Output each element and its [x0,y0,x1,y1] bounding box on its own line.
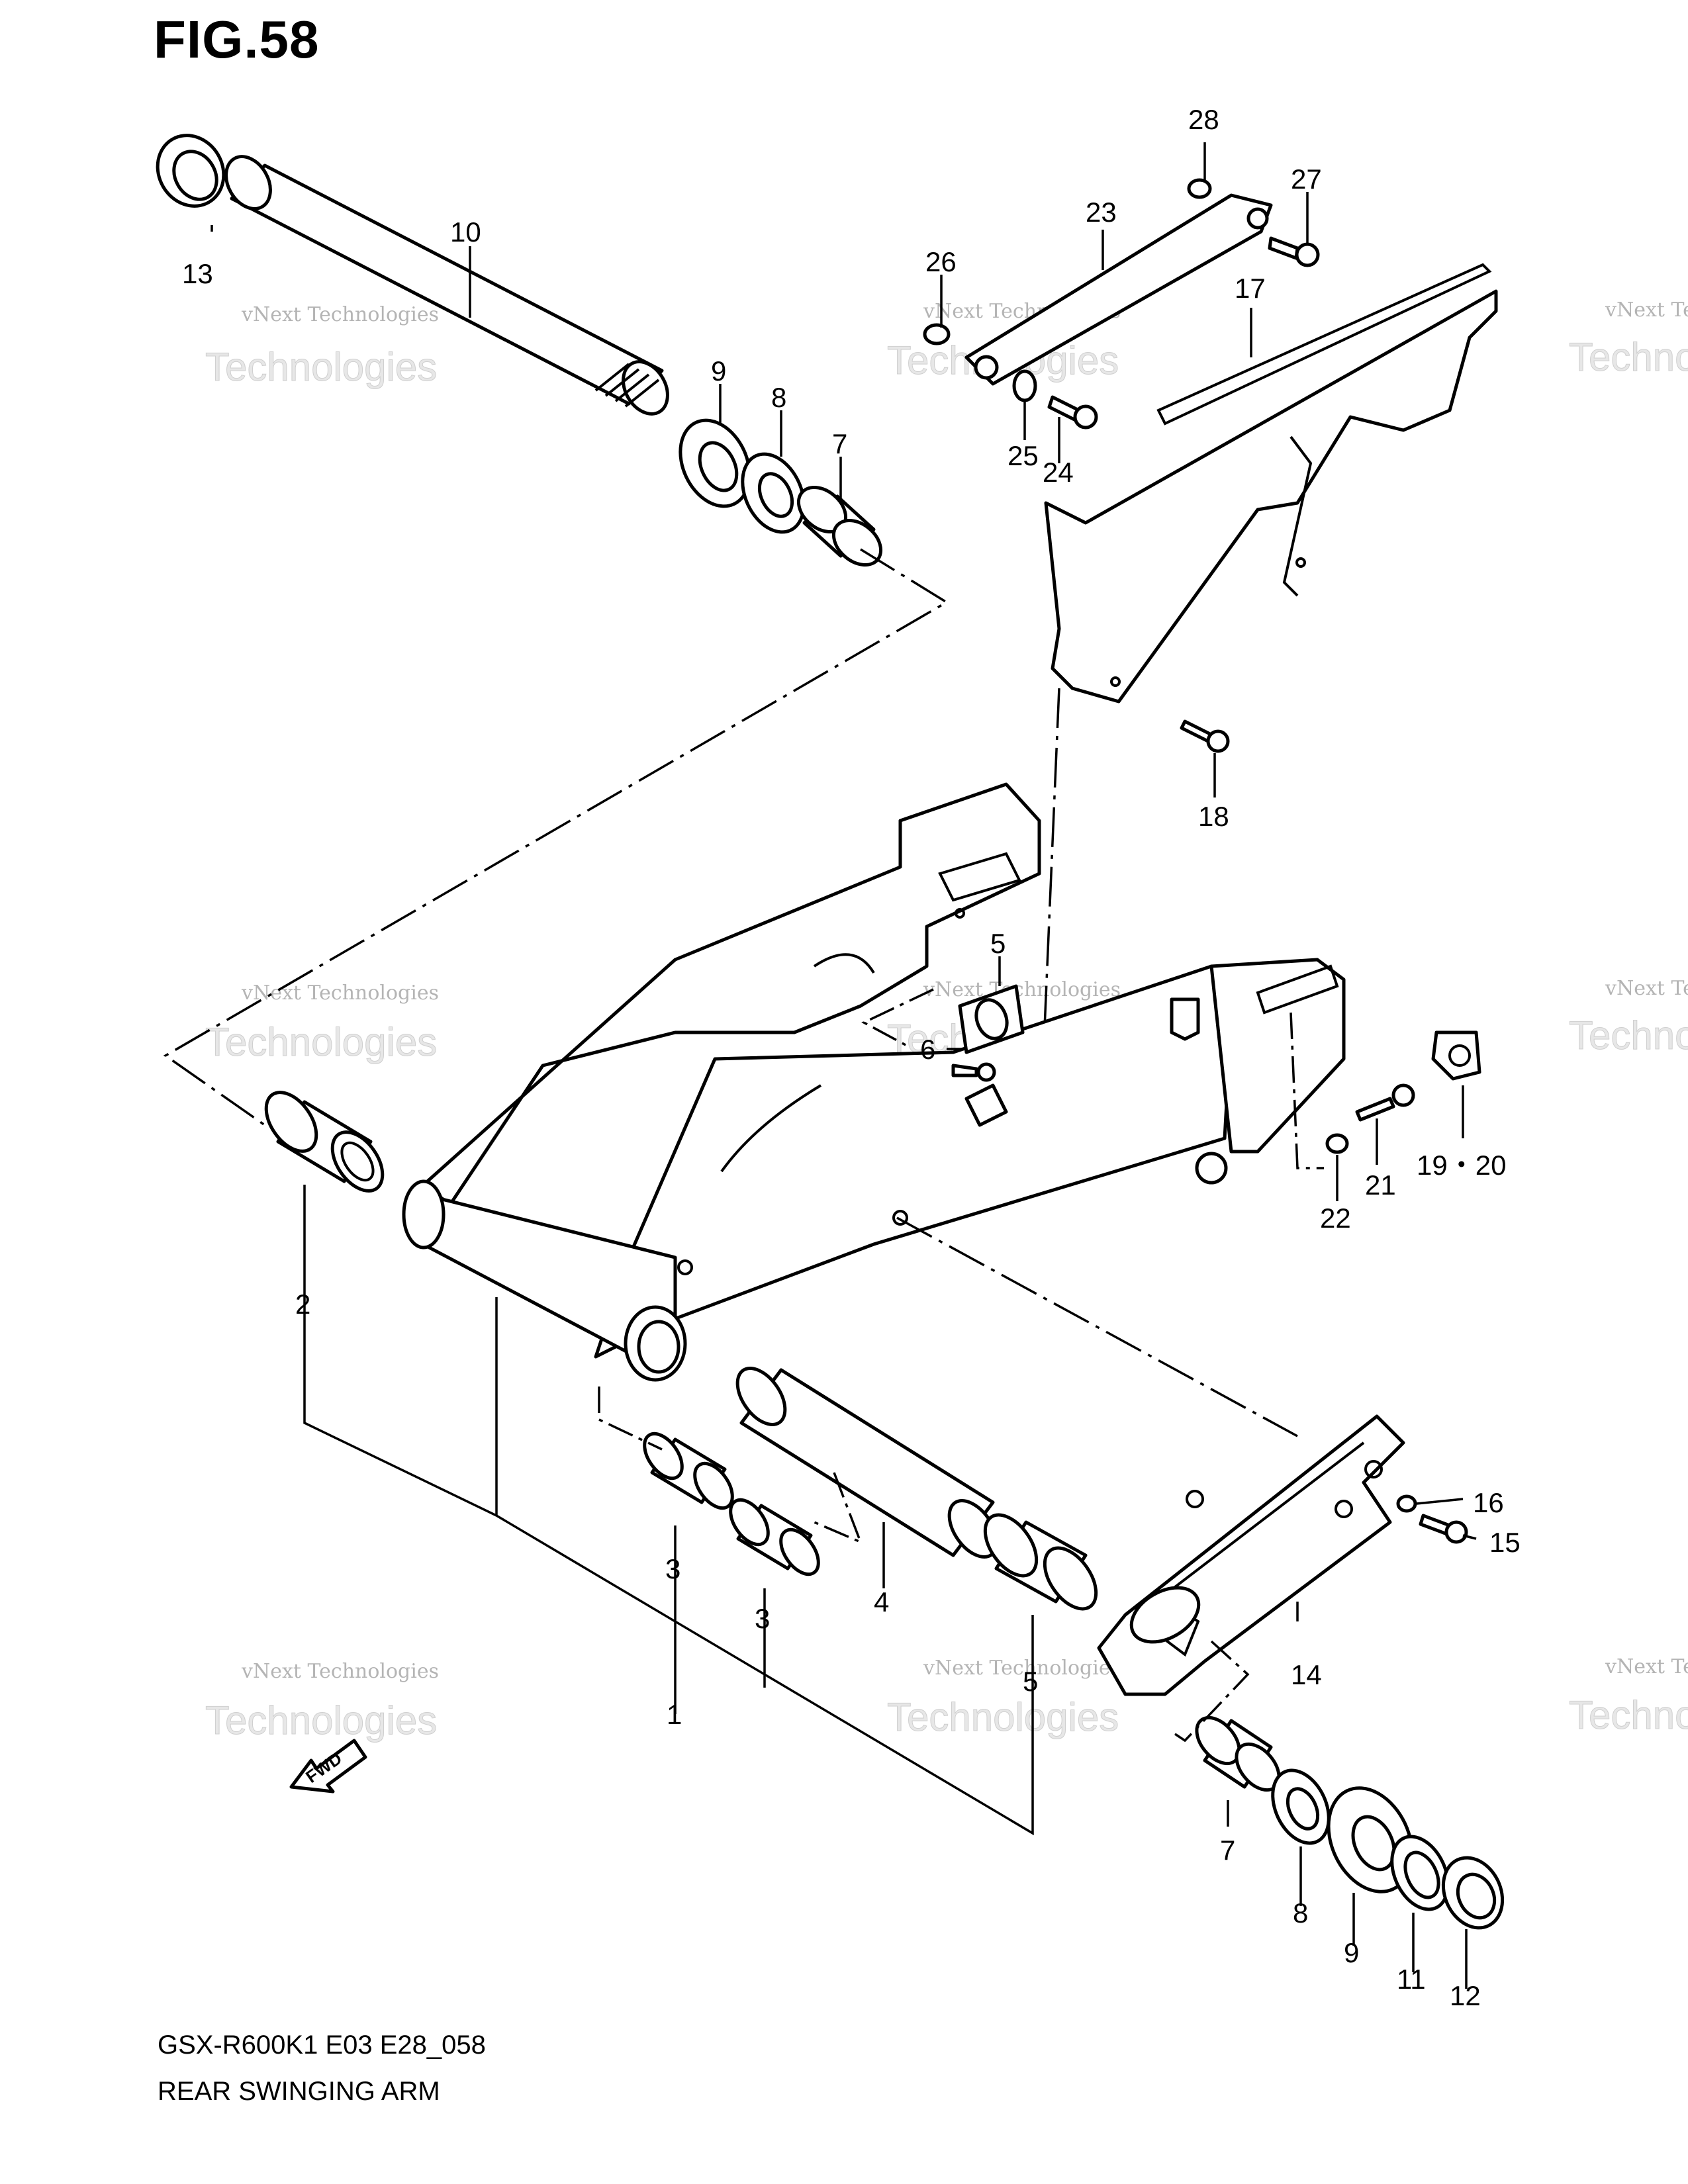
callout-5-bushing: 5 [1023,1666,1038,1697]
callout-8-lower: 8 [1293,1897,1308,1929]
callout-25: 25 [1008,440,1039,471]
watermark-small: vNext Technologies [1605,298,1688,322]
watermark-large: Technologies [205,345,437,389]
part-10-pivot-shaft [224,155,669,416]
callout-3a: 3 [665,1553,680,1584]
callout-15: 15 [1489,1527,1521,1558]
part-3-bushing [729,1498,820,1576]
watermark-small: vNext Technologies [1605,1655,1688,1678]
part-23-bracket [964,193,1273,386]
callout-4: 4 [874,1586,889,1617]
watermark-large: Technologies [1569,1013,1688,1058]
part-13-nut [156,134,226,208]
callout-26: 26 [925,246,957,277]
watermark-large: Technologies [205,1020,437,1064]
part-22-nut [1325,1133,1349,1154]
part-5-bushing [983,1513,1098,1611]
part-9-bearing [679,418,751,508]
part-11-washer [1390,1835,1450,1911]
callout-22: 22 [1320,1203,1351,1234]
part-28-nut [1187,178,1212,199]
part-1-swingarm [402,782,1346,1382]
part-15-bolt [1419,1514,1468,1544]
pivot-shaft-assembly [156,134,949,1126]
callout-11: 11 [1397,1964,1426,1995]
callout-27: 27 [1291,163,1322,195]
chain-case-assembly [923,178,1498,1152]
part-16-washer [1396,1494,1417,1513]
watermark-large: Technologies [1569,335,1688,379]
part-12-nut [1441,1856,1505,1930]
part-24-bolt [1047,395,1098,430]
callout-5-plate: 5 [990,928,1006,959]
part-14-chain-guide [1097,1414,1405,1696]
callout-7: 7 [832,428,847,459]
watermark-small: vNext Technologies [1605,977,1688,1000]
callout-3b: 3 [755,1603,770,1634]
callout-9-lower: 9 [1344,1937,1359,1968]
figure-title: FIG.58 [154,10,320,69]
part-5-plate [861,984,1025,1054]
fwd-arrow-icon: FWD [289,1739,367,1794]
watermark-small: vNext Technologies [923,978,1121,1001]
callout-9: 9 [711,355,726,387]
callout-1: 1 [667,1699,682,1730]
watermark-small: vNext Technologies [923,1657,1121,1680]
watermark-small: vNext Technologies [241,303,439,326]
callout-28: 28 [1188,104,1219,135]
part-3-bushing [643,1432,734,1510]
watermark-large: Technologies [205,1698,437,1743]
callout-2: 2 [295,1289,310,1320]
callout-18: 18 [1198,801,1229,832]
callout-6: 6 [920,1034,935,1065]
part-6-screw [951,1062,996,1082]
watermark-large: Technologies [1569,1693,1688,1737]
callout-24: 24 [1043,457,1074,488]
footer-title: REAR SWINGING ARM [158,2077,440,2106]
watermark-large: Technologies [887,1695,1119,1739]
part-25-washer [1012,369,1037,402]
callout-12: 12 [1450,1980,1481,2011]
part-19-20-block [1431,1030,1481,1081]
part-8-washer [741,452,806,534]
callout-13: 13 [182,258,213,289]
part-2-bushing [264,1091,385,1193]
callout-17: 17 [1235,273,1266,304]
part-27-bolt [1268,236,1320,267]
part-7-spacer-lower [1195,1715,1281,1792]
callout-8: 8 [771,382,786,413]
watermark-small: vNext Technologies [241,1660,439,1683]
part-18-bolt [1180,719,1230,753]
footer-model-code: GSX-R600K1 E03 E28_058 [158,2030,486,2060]
callout-7-lower: 7 [1220,1835,1235,1866]
part-21-bolt [1355,1083,1415,1122]
callout-14: 14 [1291,1659,1322,1690]
callout-21: 21 [1365,1169,1396,1201]
watermark-small: vNext Technologies [241,981,439,1005]
callout-labels: 13 10 9 8 7 28 27 23 26 17 25 24 18 5 6 … [182,104,1521,2011]
callout-23: 23 [1086,197,1117,228]
callout-19-20: 19・20 [1417,1150,1506,1181]
part-17-chain-case [1044,289,1498,704]
part-26-nut [923,323,951,345]
callout-10: 10 [450,216,481,248]
callout-16: 16 [1473,1487,1504,1518]
callout-leaders [211,142,1477,1989]
part-8-washer-lower [1271,1768,1331,1845]
